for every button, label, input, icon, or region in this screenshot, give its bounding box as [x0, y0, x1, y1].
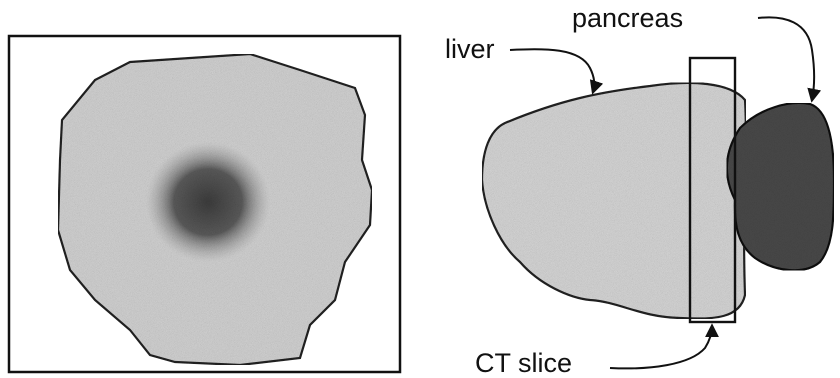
ct-slice-arrow [610, 326, 712, 368]
ct-slice-label: CT slice [475, 348, 572, 378]
tumor-lesion [146, 142, 270, 262]
pancreas-shape [727, 103, 834, 270]
pancreas-arrow [758, 17, 814, 100]
liver-label: liver [445, 34, 495, 64]
pancreas-label: pancreas [572, 3, 683, 33]
anatomy-panel: pancreas liver CT slice [445, 3, 834, 378]
liver-shape [482, 83, 746, 319]
liver-arrow [510, 49, 594, 92]
ct-slice-panel [9, 36, 400, 372]
